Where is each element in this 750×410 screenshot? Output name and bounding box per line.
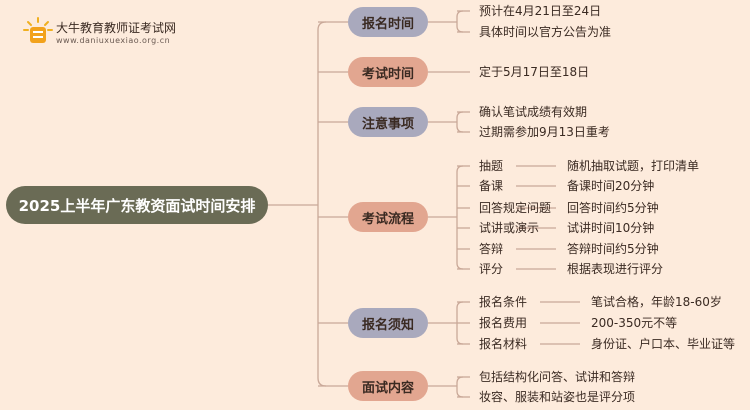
logo-title: 大牛教育教师证考试网 <box>56 21 177 35</box>
logo-url: www.daniuxuexiao.org.cn <box>56 36 171 45</box>
sub-trunk-line <box>456 10 464 33</box>
branch-node: 面试内容 <box>348 371 428 401</box>
leaf-item: 回答规定问题 <box>479 201 552 215</box>
trunk-line <box>317 21 327 387</box>
leaf-detail: 试讲时间10分钟 <box>567 221 655 235</box>
sub-trunk-line <box>456 165 464 270</box>
leaf-detail: 备课时间20分钟 <box>567 179 655 193</box>
leaf-detail: 根据表现进行评分 <box>567 262 664 276</box>
root-label: 2025上半年广东教资面试时间安排 <box>18 196 256 215</box>
leaf-item: 备课 <box>479 179 504 193</box>
leaf-item: 答辩 <box>479 242 504 256</box>
leaf-item: 包括结构化问答、试讲和答辩 <box>479 370 636 384</box>
leaf-item: 报名条件 <box>479 295 528 309</box>
leaf-item: 试讲或演示 <box>479 221 540 235</box>
branch-node: 报名须知 <box>348 308 428 338</box>
branch-label: 报名须知 <box>361 317 414 333</box>
leaf-detail: 随机抽取试题，打印清单 <box>567 159 700 173</box>
leaf-detail: 身份证、户口本、毕业证等 <box>591 337 736 351</box>
site-logo: 大牛教育教师证考试网 www.daniuxuexiao.org.cn <box>22 16 242 50</box>
branch-label: 考试流程 <box>361 211 414 227</box>
branch-node: 注意事项 <box>348 107 428 137</box>
leaf-detail: 笔试合格，年龄18-60岁 <box>591 295 722 309</box>
leaf-item: 妆容、服装和站姿也是评分项 <box>479 390 636 404</box>
branch-label: 注意事项 <box>361 116 414 132</box>
leaf-detail: 答辩时间约5分钟 <box>567 242 659 256</box>
leaf-detail: 200-350元不等 <box>591 316 678 330</box>
branch-node: 考试流程 <box>348 202 428 232</box>
leaf-item: 具体时间以官方公告为准 <box>479 25 612 39</box>
root-node: 2025上半年广东教资面试时间安排 <box>6 186 268 224</box>
branch-label: 考试时间 <box>361 66 414 82</box>
branch-node: 报名时间 <box>348 7 428 37</box>
sub-trunk-line <box>456 376 464 398</box>
branch-label: 面试内容 <box>361 380 414 396</box>
leaf-detail: 回答时间约5分钟 <box>567 201 659 215</box>
logo-icon <box>23 17 53 43</box>
branch-label: 报名时间 <box>361 16 414 32</box>
leaf-item: 报名费用 <box>479 316 528 330</box>
leaf-item: 预计在4月21日至24日 <box>479 4 602 18</box>
leaf-item: 定于5月17日至18日 <box>479 65 590 79</box>
leaf-item: 评分 <box>479 262 504 276</box>
sub-trunk-line <box>456 111 464 133</box>
leaf-item: 过期需参加9月13日重考 <box>479 125 610 139</box>
leaf-item: 报名材料 <box>479 337 528 351</box>
branch-node: 考试时间 <box>348 57 428 87</box>
leaf-item: 抽题 <box>479 159 504 173</box>
leaf-item: 确认笔试成绩有效期 <box>479 105 588 119</box>
